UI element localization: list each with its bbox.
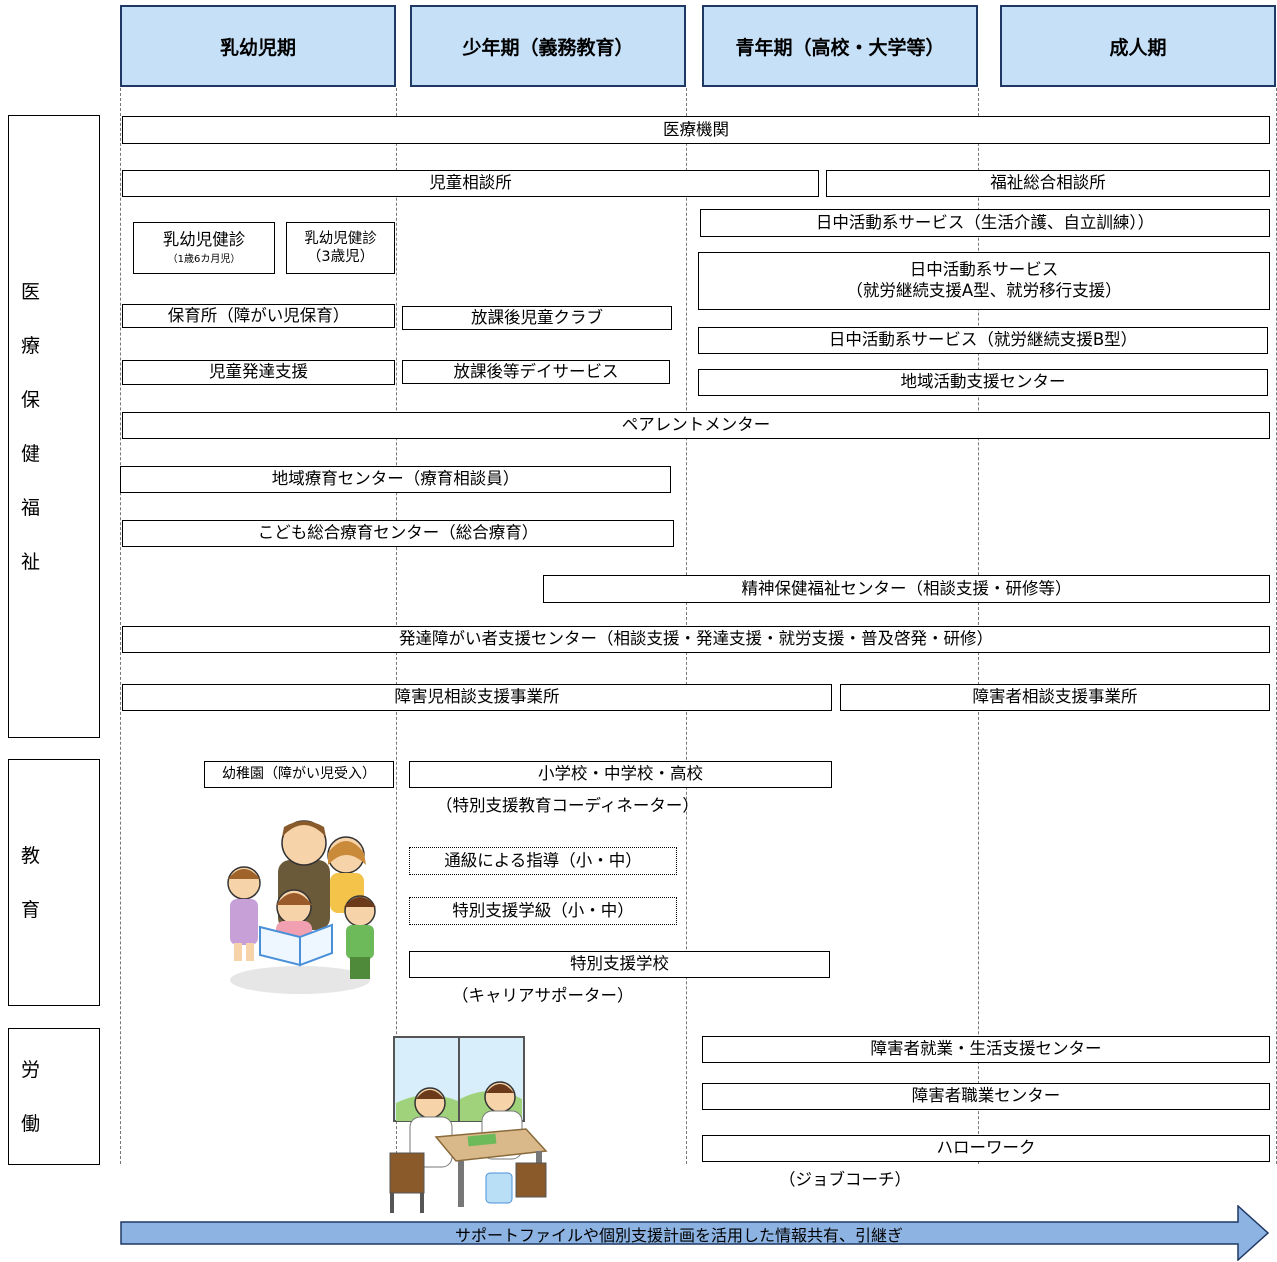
box-resource-room: 通級による指導（小・中） [409,847,677,875]
box-child-guidance: 児童相談所 [122,170,819,197]
box-day-activity-2: 日中活動系サービス （就労継続支援A型、就労移行支援） [698,252,1270,310]
category-label: 医 療 [21,280,53,357]
category-welfare: 医 療 保 健 福 祉 [8,115,100,738]
info-sharing-label: サポートファイルや個別支援計画を活用した情報共有、引継ぎ [454,1226,903,1245]
box-label: 日中活動系サービス [909,260,1059,280]
box-employment-center: 障害者就業・生活支援センター [702,1036,1270,1063]
box-after-school-day: 放課後等デイサービス [402,360,670,384]
box-after-school-club: 放課後児童クラブ [402,306,672,330]
box-medical: 医療機関 [122,116,1270,144]
header-adolescent: 青年期（高校・大学等） [702,5,978,87]
info-sharing-arrow [120,1205,1270,1261]
box-children-care: こども総合療育センター（総合療育） [122,520,674,547]
box-sublabel: （1歳6カ月児） [167,253,241,265]
box-sublabel: （3歳児） [306,249,375,265]
note-career-supporter: （キャリアサポーター） [452,986,634,1005]
box-hello-work: ハローワーク [702,1135,1270,1162]
box-welfare-consult: 福祉総合相談所 [826,170,1270,197]
classroom-illustration [389,1036,548,1213]
divider-line [120,88,121,1164]
box-day-activity-1: 日中活動系サービス（生活介護、自立訓練）） [700,209,1270,237]
box-special-class: 特別支援学級（小・中） [409,897,677,925]
box-nursery: 保育所（障がい児保育） [122,304,395,328]
header-infant: 乳幼児期 [120,5,396,87]
box-community-center: 地域活動支援センター [698,369,1268,396]
box-regional-care: 地域療育センター（療育相談員） [120,466,671,493]
box-infant-checkup-1: 乳幼児健診 （1歳6カ月児） [133,222,275,274]
header-adult: 成人期 [1000,5,1276,87]
header-youth: 少年期（義務教育） [410,5,686,87]
box-day-activity-3: 日中活動系サービス（就労継続支援B型） [698,327,1268,354]
category-labor: 労 働 [8,1028,100,1165]
box-infant-checkup-2: 乳幼児健診 （3歳児） [286,222,395,274]
box-adult-support-office: 障害者相談支援事業所 [840,684,1270,711]
category-label: 教 育 [21,844,53,921]
box-label: 乳幼児健診 [162,229,246,249]
box-dev-disorder: 発達障がい者支援センター（相談支援・発達支援・就労支援・普及啓発・研修） [122,626,1270,653]
category-label: 労 働 [21,1058,53,1135]
box-mental-health: 精神保健福祉センター（相談支援・研修等） [543,575,1270,603]
family-illustration [227,820,376,994]
box-special-school: 特別支援学校 [409,951,830,978]
note-coordinator: （特別支援教育コーディネーター） [436,796,699,815]
box-child-support-office: 障害児相談支援事業所 [122,684,832,711]
box-label: （就労継続支援A型、就労移行支援） [846,281,1122,300]
box-vocational-center: 障害者職業センター [702,1083,1270,1110]
box-child-development: 児童発達支援 [122,360,395,385]
box-label: 乳幼児健診 [304,230,377,247]
category-label: 福 祉 [21,496,53,573]
note-job-coach: （ジョブコーチ） [779,1170,911,1189]
box-kindergarten: 幼稚園（障がい児受入） [204,761,394,788]
box-parent-mentor: ペアレントメンター [122,412,1270,439]
category-label: 保 健 [21,388,53,465]
category-education: 教 育 [8,759,100,1006]
box-schools: 小学校・中学校・高校 [409,761,832,788]
